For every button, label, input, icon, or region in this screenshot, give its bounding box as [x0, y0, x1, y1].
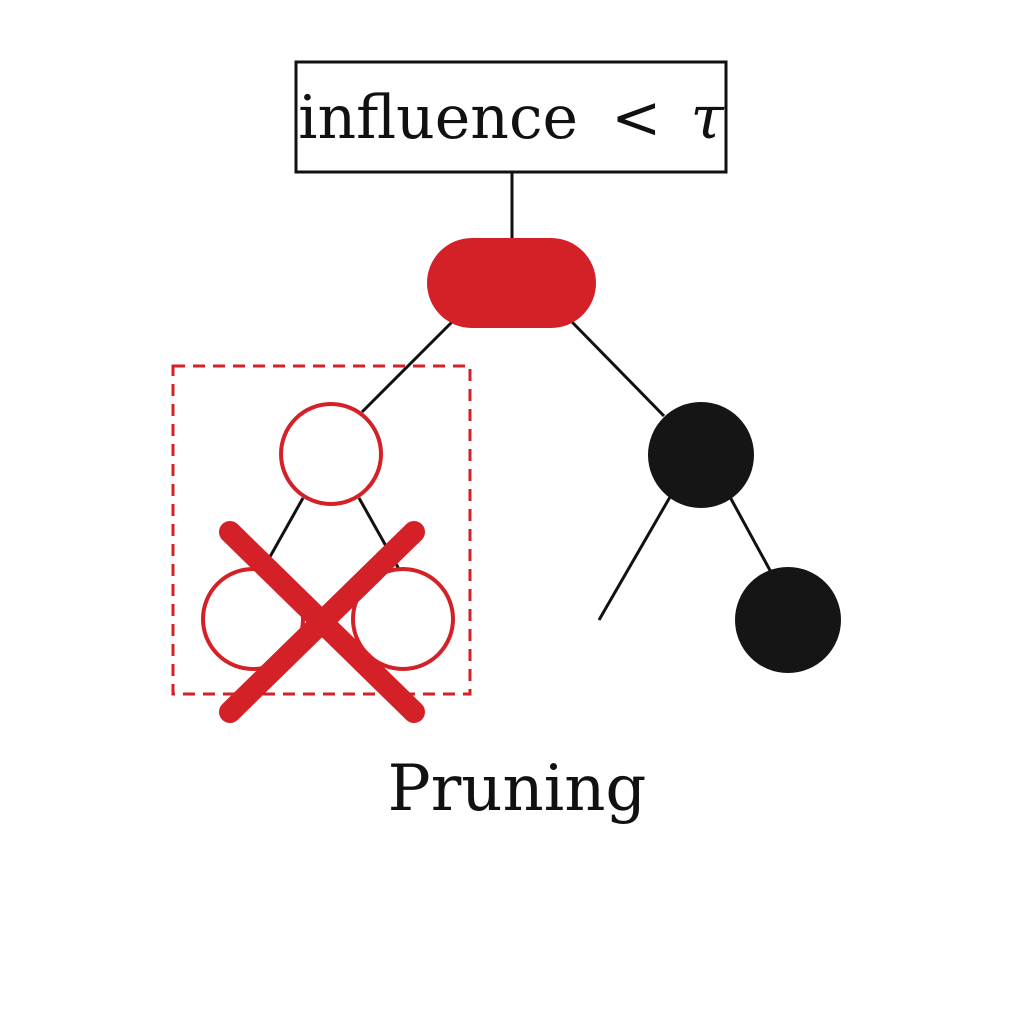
condition-box-border: [294, 60, 728, 174]
edge-kept-to-right: [728, 496, 774, 575]
cross-mark-icon: [219, 521, 425, 723]
condition-operator: <: [611, 83, 661, 153]
edge-root-to-kept-child: [570, 320, 666, 418]
pruned-leaf-right: [351, 567, 455, 671]
edge-kept-to-left-stub: [597, 496, 672, 621]
root-node: [427, 238, 596, 328]
kept-node: [648, 402, 754, 508]
condition-label: influence: [298, 83, 578, 153]
kept-leaf: [735, 567, 841, 673]
edge-root-to-pruned-child: [360, 320, 454, 414]
condition-box: influence < τ: [294, 60, 728, 174]
pruned-node: [279, 402, 383, 506]
pruned-region-border: [171, 364, 472, 696]
caption: Pruning: [388, 752, 647, 826]
condition-text: influence < τ: [298, 83, 724, 153]
condition-threshold: τ: [691, 83, 725, 153]
